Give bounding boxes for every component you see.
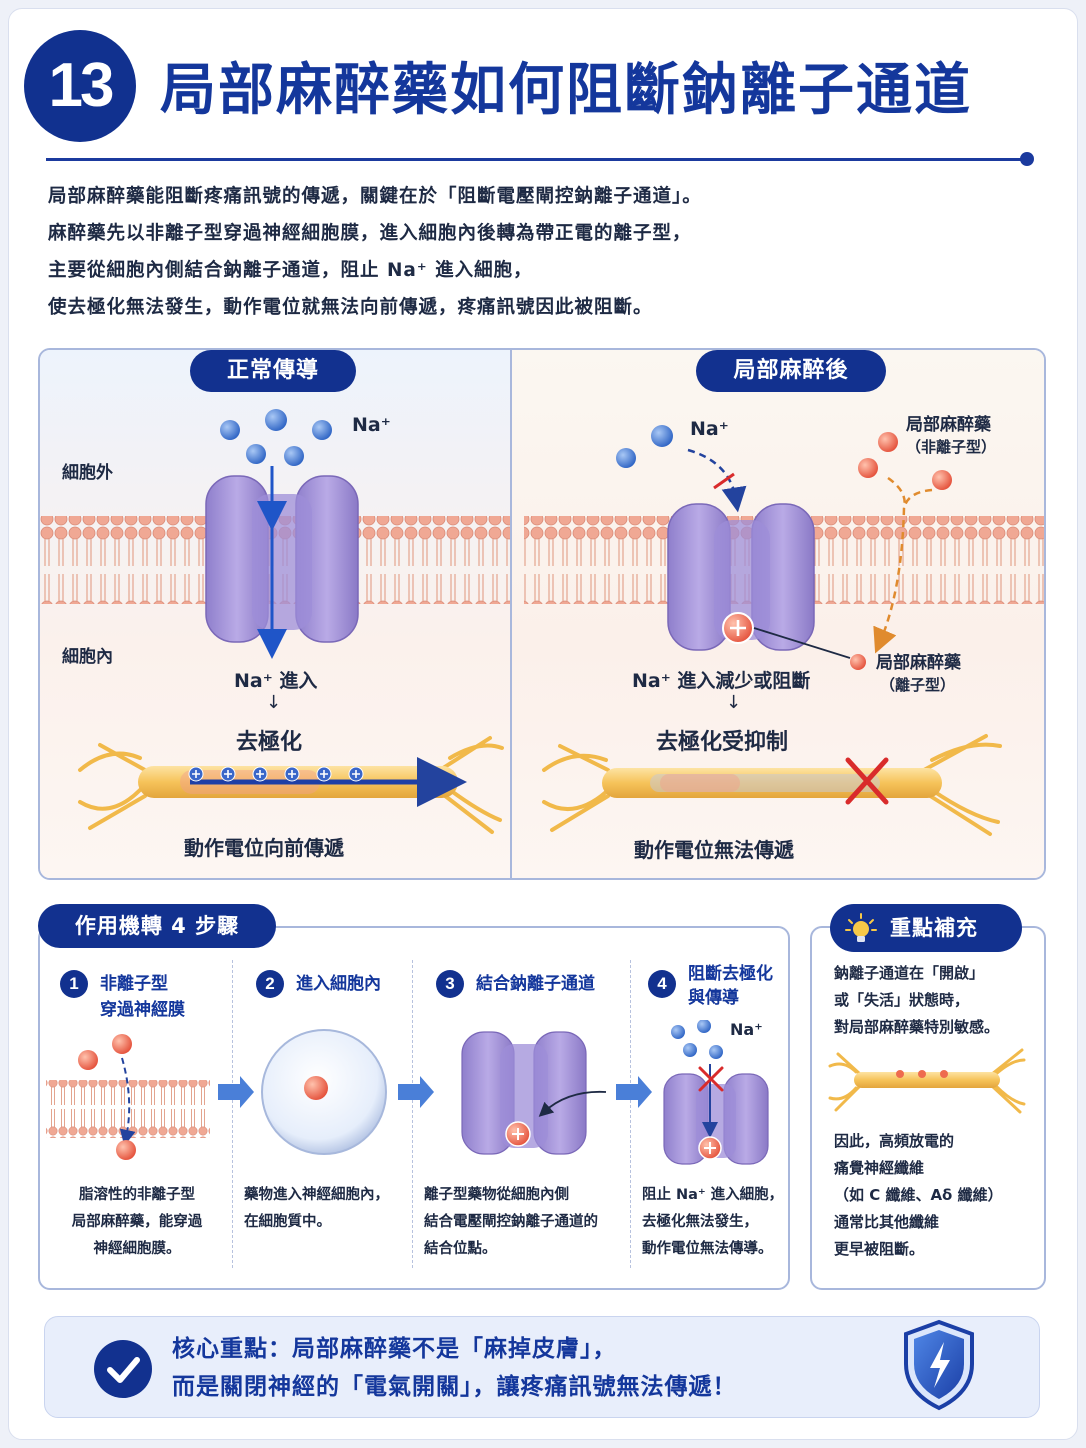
step-4-title-line2: 與傳導 (688, 988, 739, 1008)
down-arrow-right: ↓ (726, 692, 742, 713)
step-4-number: 4 (648, 970, 676, 998)
step-1-number: 1 (60, 970, 88, 998)
na-ions-right (616, 425, 673, 468)
sodium-channel-open (205, 475, 359, 643)
drug-nonionized-label: 局部麻醉藥 (906, 415, 991, 435)
supplement-line: 痛覺神經纖維 (834, 1159, 925, 1177)
ap-propagates-label: 動作電位向前傳遞 (184, 836, 344, 860)
key-point-line-2: 而是關閉神經的「電氣開關」，讓疼痛訊號無法傳遞！ (172, 1374, 737, 1400)
step-1-desc-line: 神經細胞膜。 (93, 1241, 181, 1257)
comparison-panel: 正常傳導 局部麻醉後 細胞外 細胞內 Na⁺ Na⁺ 進入 ↓ 去極化 動作電位… (38, 348, 1046, 880)
shield-lightning-icon (904, 1319, 974, 1411)
step-3-desc-line: 結合位點。 (424, 1241, 497, 1257)
step-4-desc-line: 去極化無法發生， (642, 1214, 758, 1230)
chapter-number-badge: 13 (24, 30, 136, 142)
step-1-title-line2: 穿過神經膜 (100, 1000, 185, 1020)
na-reduced-label: Na⁺ 進入減少或阻斷 (632, 670, 811, 692)
step-3-title: 結合鈉離子通道 (476, 974, 595, 994)
after-anesthetic-title: 局部麻醉後 (696, 350, 886, 392)
intro-paragraph: 局部麻醉藥能阻斷疼痛訊號的傳遞，關鍵在於「阻斷電壓閘控鈉離子通道」。 麻醉藥先以… (48, 178, 988, 326)
normal-conduction-title: 正常傳導 (190, 350, 356, 392)
step-2-desc-line: 在細胞質中。 (244, 1214, 331, 1230)
supplement-text-1: 鈉離子通道在「開啟」 或「失活」狀態時， 對局部麻醉藥特別敏感。 (834, 960, 999, 1041)
step-3-number: 3 (436, 970, 464, 998)
intro-line-3: 主要從細胞內側結合鈉離子通道，阻止 Na⁺ 進入細胞， (48, 260, 533, 281)
supplement-line: 對局部麻醉藥特別敏感。 (834, 1018, 1000, 1036)
lightbulb-icon (845, 913, 877, 942)
step-2-desc: 藥物進入神經細胞內， 在細胞質中。 (244, 1182, 389, 1236)
na-label-right: Na⁺ (690, 418, 729, 440)
step-divider (412, 960, 413, 1268)
supplement-line: 因此，高頻放電的 (834, 1132, 955, 1150)
step-2-number: 2 (256, 970, 284, 998)
supplement-text-2: 因此，高頻放電的 痛覺神經纖維 （如 C 纖維、Aδ 纖維） 通常比其他纖維 更… (834, 1128, 1003, 1263)
check-icon (94, 1340, 152, 1398)
sodium-channel-blocked (667, 503, 815, 651)
supplement-line: （如 C 纖維、Aδ 纖維） (834, 1186, 1003, 1204)
nerve-fiber-blocked (542, 734, 1002, 836)
supplement-title-pill: 重點補充 (830, 904, 1022, 952)
step-1-desc-line: 局部麻醉藥，能穿過 (71, 1214, 203, 1230)
intro-line-1: 局部麻醉藥能阻斷疼痛訊號的傳遞，關鍵在於「阻斷電壓閘控鈉離子通道」。 (48, 186, 702, 207)
supplement-line: 或「失活」狀態時， (834, 991, 970, 1009)
step-2-desc-line: 藥物進入神經細胞內， (244, 1187, 389, 1203)
steps-illustration (46, 1020, 769, 1165)
down-arrow-left: ↓ (266, 692, 282, 713)
mechanism-steps-title: 作用機轉 4 步驟 (38, 904, 276, 948)
extracellular-label: 細胞外 (62, 463, 113, 483)
step-4-title: 阻斷去極化 (688, 964, 773, 984)
title-divider (46, 158, 1026, 161)
page-title: 局部麻醉藥如何阻斷鈉離子通道 (160, 58, 972, 123)
intracellular-label: 細胞內 (62, 647, 113, 667)
step-divider (630, 960, 631, 1268)
step-4-na-label: Na⁺ (730, 1020, 763, 1039)
supplement-panel (810, 926, 1046, 1290)
depolarization-label: 去極化 (236, 730, 303, 755)
step-4-desc-line: 動作電位無法傳導。 (642, 1241, 773, 1257)
anesthetic-ionized-bound (722, 612, 754, 644)
key-point-text: 核心重點：局部麻醉藥不是「麻掉皮膚」， 而是關閉神經的「電氣開關」，讓疼痛訊號無… (172, 1330, 737, 1406)
ap-blocked-label: 動作電位無法傳遞 (634, 838, 794, 862)
step-1-desc: 脂溶性的非離子型 局部麻醉藥，能穿過 神經細胞膜。 (62, 1182, 212, 1263)
key-point-line-1: 核心重點：局部麻醉藥不是「麻掉皮膚」， (172, 1336, 617, 1362)
step-4-desc: 阻止 Na⁺ 進入細胞， 去極化無法發生， 動作電位無法傳導。 (642, 1182, 783, 1263)
step-1-desc-line: 脂溶性的非離子型 (79, 1187, 195, 1203)
intro-line-2: 麻醉藥先以非離子型穿過神經細胞膜，進入細胞內後轉為帶正電的離子型， (48, 223, 692, 244)
step-divider (232, 960, 233, 1268)
supplement-line: 鈉離子通道在「開啟」 (834, 964, 985, 982)
na-enter-label: Na⁺ 進入 (234, 670, 318, 692)
anesthetic-nonionized (858, 432, 952, 490)
supplement-line: 更早被阻斷。 (834, 1240, 925, 1258)
na-ions-left (220, 409, 332, 466)
step-1-title: 非離子型 (100, 974, 168, 994)
supplement-line: 通常比其他纖維 (834, 1213, 940, 1231)
drug-nonionized-sublabel: （非離子型） (906, 438, 997, 456)
depolarization-inhibited-label: 去極化受抑制 (656, 730, 789, 755)
nerve-fiber-normal (78, 736, 504, 834)
step-3-desc: 離子型藥物從細胞內側 結合電壓閘控鈉離子通道的 結合位點。 (424, 1182, 598, 1263)
comparison-illustration (40, 350, 1044, 878)
intro-line-4: 使去極化無法發生，動作電位就無法向前傳遞，疼痛訊號因此被阻斷。 (48, 297, 653, 318)
step-3-desc-line: 離子型藥物從細胞內側 (424, 1187, 569, 1203)
supplement-title: 重點補充 (890, 916, 978, 940)
step-3-desc-line: 結合電壓閘控鈉離子通道的 (424, 1214, 598, 1230)
title-divider-dot (1020, 152, 1034, 166)
na-label-left: Na⁺ (352, 414, 391, 436)
step-2-title: 進入細胞內 (296, 974, 381, 994)
nerve-fiber-icon (828, 1048, 1026, 1114)
step-4-desc-line: 阻止 Na⁺ 進入細胞， (642, 1187, 784, 1203)
drug-ionized-label: 局部麻醉藥 (876, 653, 961, 673)
drug-ionized-sublabel: （離子型） (880, 676, 956, 694)
key-point-banner (44, 1316, 1040, 1418)
